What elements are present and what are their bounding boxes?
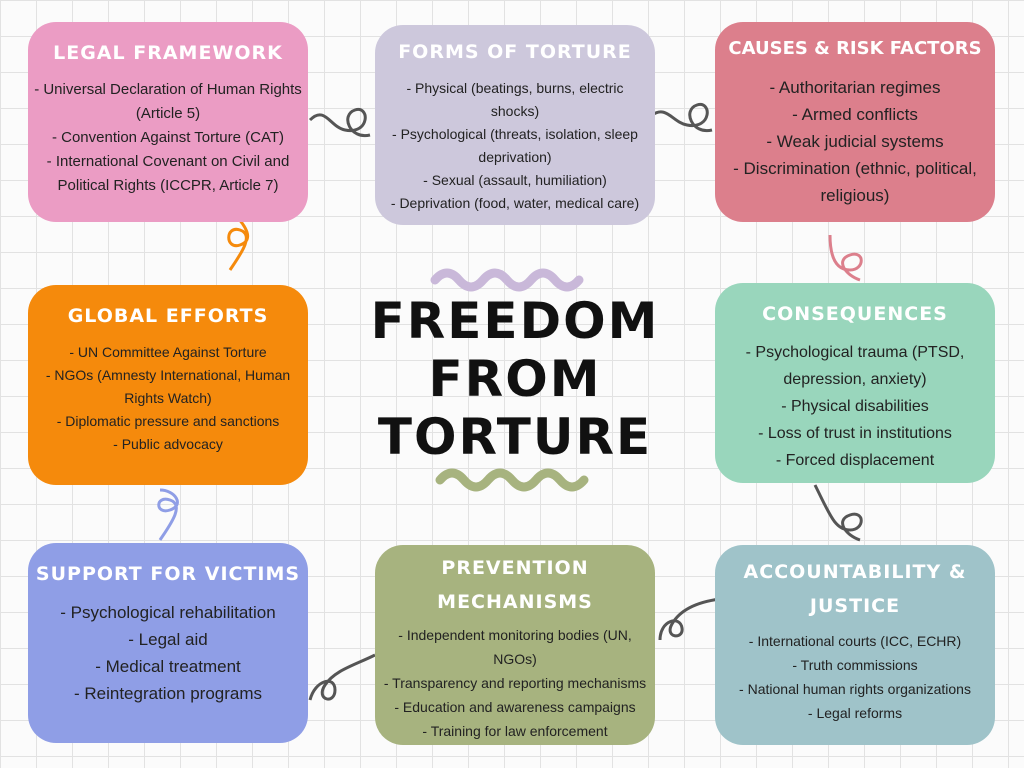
box-heading: ACCOUNTABILITY & JUSTICE <box>743 561 967 617</box>
list-item: - Legal reforms <box>807 705 903 721</box>
list-item: - Forced displacement <box>775 452 935 469</box>
list-item: - Diplomatic pressure and sanctions <box>56 413 280 429</box>
list-item: - Deprivation (food, water, medical care… <box>390 195 640 211</box>
arrow-legal-to-global <box>227 213 250 271</box>
list-item: - Physical (beatings, burns, electric sh… <box>406 80 624 119</box>
legal-framework-box: LEGAL FRAMEWORK - Universal Declaration … <box>28 22 308 222</box>
list-item: - Armed conflicts <box>792 105 918 124</box>
list-item: - Discrimination (ethnic, political, rel… <box>733 159 977 205</box>
list-item: - Physical disabilities <box>781 398 929 415</box>
squiggle-top <box>430 268 584 292</box>
box-heading: LEGAL FRAMEWORK <box>53 42 283 64</box>
main-title: FREEDOM FROM TORTURE <box>360 292 670 466</box>
box-heading: CONSEQUENCES <box>762 303 948 325</box>
list-item: - Universal Declaration of Human Rights … <box>34 81 302 122</box>
list-item: - Education and awareness campaigns <box>394 699 636 715</box>
box-heading: CAUSES & RISK FACTORS <box>728 38 982 59</box>
list-item: - Training for law enforcement <box>422 723 608 739</box>
arrow-forms-to-legal <box>308 108 371 138</box>
list-item: - Medical treatment <box>95 657 241 676</box>
list-item: - Independent monitoring bodies (UN, NGO… <box>398 627 632 667</box>
arrow-accountability-to-consequences <box>813 484 863 542</box>
accountability-justice-box: ACCOUNTABILITY & JUSTICE - International… <box>715 545 995 745</box>
arrow-support-to-prevention <box>308 653 376 701</box>
arrow-causes-to-forms <box>651 103 713 133</box>
list-item: - International courts (ICC, ECHR) <box>748 633 962 649</box>
list-item: - Authoritarian regimes <box>769 78 941 97</box>
support-for-victims-box: SUPPORT FOR VICTIMS - Psychological reha… <box>28 543 308 743</box>
consequences-box: CONSEQUENCES - Psychological trauma (PTS… <box>715 283 995 483</box>
list-item: - Sexual (assault, humiliation) <box>423 172 607 188</box>
squiggle-bottom <box>435 468 589 492</box>
box-heading: SUPPORT FOR VICTIMS <box>35 563 301 585</box>
list-item: - National human rights organizations <box>739 681 971 697</box>
arrow-prevention-to-accountability <box>658 597 721 641</box>
list-item: - Reintegration programs <box>73 684 263 703</box>
list-item: - Loss of trust in institutions <box>758 425 952 442</box>
box-heading: FORMS OF TORTURE <box>398 41 632 63</box>
forms-of-torture-box: FORMS OF TORTURE - Physical (beatings, b… <box>375 25 655 225</box>
causes-risk-factors-box: CAUSES & RISK FACTORS - Authoritarian re… <box>715 22 995 222</box>
list-item: - UN Committee Against Torture <box>69 344 267 360</box>
list-item: - Truth commissions <box>792 657 918 673</box>
list-item: - Transparency and reporting mechanisms <box>383 675 647 691</box>
title-line: TORTURE <box>377 408 653 466</box>
list-item: - Public advocacy <box>113 436 223 452</box>
list-item: - Legal aid <box>128 630 208 649</box>
prevention-mechanisms-box: PREVENTION MECHANISMS - Independent moni… <box>375 545 655 745</box>
list-item: - Convention Against Torture (CAT) <box>51 129 285 146</box>
arrow-global-to-support <box>157 488 179 541</box>
box-heading: GLOBAL EFFORTS <box>67 305 269 327</box>
list-item: - Psychological trauma (PTSD, depression… <box>745 344 965 388</box>
title-line: FROM <box>428 350 602 408</box>
list-item: - International Covenant on Civil and Po… <box>46 153 290 194</box>
list-item: - NGOs (Amnesty International, Human Rig… <box>45 367 291 406</box>
list-item: - Psychological (threats, isolation, sle… <box>392 126 638 165</box>
list-item: - Psychological rehabilitation <box>60 603 276 622</box>
list-item: - Weak judicial systems <box>766 132 944 151</box>
global-efforts-box: GLOBAL EFFORTS - UN Committee Against To… <box>28 285 308 485</box>
arrow-consequences-to-causes <box>828 234 863 282</box>
title-line: FREEDOM <box>370 292 660 350</box>
box-heading: PREVENTION MECHANISMS <box>437 557 593 613</box>
